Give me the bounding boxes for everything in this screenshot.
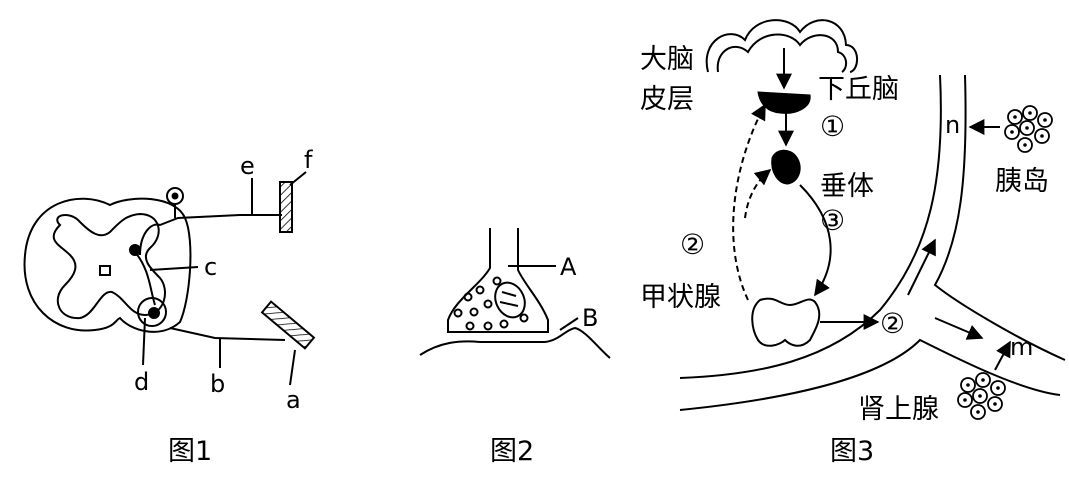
label-m: m	[1010, 333, 1033, 361]
label-circle-3: ③	[820, 204, 845, 237]
label-circle-2-right: ②	[880, 307, 905, 340]
label-pituitary: 垂体	[820, 171, 874, 202]
caption-figure1: 图1	[168, 436, 212, 467]
label-thyroid: 甲状腺	[640, 282, 721, 313]
label-c: c	[204, 253, 217, 281]
vesicle	[465, 321, 475, 331]
vesicle	[469, 307, 479, 317]
cerebral-cortex	[705, 19, 858, 73]
receptor-a	[260, 300, 316, 350]
thyroid-gland	[751, 297, 821, 347]
caption-figure3: 图3	[830, 436, 874, 467]
flow-arrow-up	[907, 238, 936, 296]
label-circle-1: ①	[820, 110, 845, 143]
cerebral-cortex-inner	[716, 33, 848, 73]
label-a: a	[286, 386, 301, 414]
caption-figure2: 图2	[490, 436, 534, 467]
hypothalamus-shape	[757, 91, 811, 114]
label-e: e	[240, 152, 255, 180]
dorsal-ganglion-core	[171, 192, 179, 200]
postsynaptic-membrane-B	[419, 326, 611, 359]
blood-vessel-outer	[679, 74, 942, 379]
label-adrenal: 肾上腺	[858, 394, 939, 425]
interneuron	[134, 251, 156, 306]
label-cortex-line1: 大脑	[640, 44, 694, 75]
adrenal-to-vessel-arrow	[994, 340, 1011, 371]
adrenal-cell-nuclei	[963, 378, 1000, 414]
mitochondrion-cristae	[499, 291, 519, 307]
vesicle	[499, 319, 509, 329]
d-pointer	[142, 317, 146, 366]
pituitary-to-thyroid-arrow	[799, 184, 832, 297]
label-n: n	[945, 111, 960, 139]
interneuron-soma	[129, 244, 141, 256]
central-canal	[99, 265, 111, 276]
figure1	[23, 171, 316, 386]
thyroid-feedback-hypothalamus	[732, 103, 766, 301]
label-B: B	[582, 304, 598, 332]
label-islets: 胰岛	[995, 166, 1049, 197]
label-hypothalamus: 下丘脑	[818, 74, 899, 105]
mitochondrion	[494, 281, 526, 319]
motor-soma-outer	[137, 297, 167, 327]
label-f: f	[304, 146, 313, 174]
label-d: d	[134, 368, 149, 396]
label-circle-2-left: ②	[680, 228, 705, 261]
efferent-path	[169, 327, 286, 341]
flow-arrow-right	[934, 317, 984, 340]
grey-matter	[52, 212, 166, 320]
motor-soma	[148, 307, 160, 319]
vesicle	[483, 321, 493, 331]
vesicle	[483, 299, 493, 309]
pancreatic-islet-nuclei	[1010, 111, 1047, 147]
label-cortex-line2: 皮层	[640, 84, 694, 115]
label-A: A	[560, 253, 577, 281]
blood-vessel-inner-bottom	[679, 338, 1061, 411]
vesicle	[463, 292, 473, 302]
vesicle	[475, 285, 485, 295]
a-pointer	[289, 349, 296, 386]
f-pointer	[289, 171, 307, 186]
figure2	[419, 228, 611, 359]
B-pointer	[559, 317, 579, 331]
vesicle	[519, 313, 529, 323]
blood-vessel-inner-top	[933, 74, 1066, 361]
figure3	[679, 19, 1066, 411]
effector-f	[279, 181, 293, 233]
label-b: b	[210, 370, 225, 398]
c-pointer	[149, 266, 199, 271]
thyroid-feedback-pituitary	[744, 168, 772, 219]
vesicle	[492, 276, 502, 286]
axon-terminal	[447, 228, 549, 333]
vesicle	[453, 308, 463, 318]
afferent-path	[139, 214, 282, 256]
pituitary-shape	[771, 149, 801, 185]
